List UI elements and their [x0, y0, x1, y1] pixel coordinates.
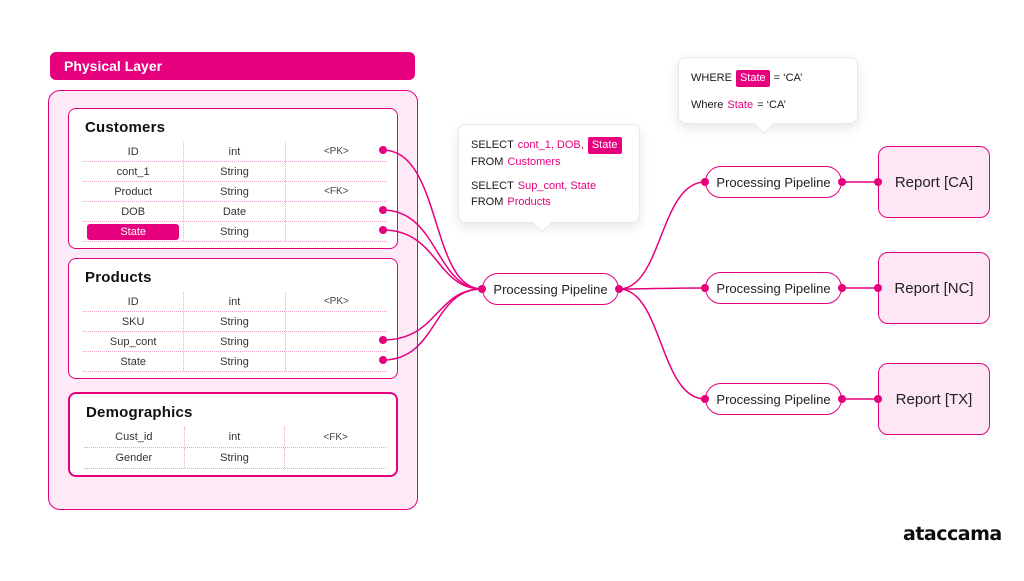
column-key: <PK>	[323, 146, 349, 157]
sql-keyword: SELECT	[471, 139, 514, 151]
column-key	[286, 202, 387, 221]
report-label: Report [CA]	[894, 173, 974, 191]
table-row: SKU String	[83, 312, 387, 332]
column-key	[286, 332, 387, 351]
column-name: State	[83, 352, 185, 371]
connector-main-to-mid	[618, 287, 706, 290]
column-name: DOB	[83, 202, 185, 221]
processing-pipeline-main: Processing Pipeline	[482, 273, 619, 305]
column-key	[286, 312, 387, 331]
where-value: = ‘CA’	[757, 99, 786, 111]
table-row: Gender String	[84, 448, 386, 469]
tooltip-pointer	[532, 213, 552, 233]
column-type: int	[185, 427, 286, 447]
column-type: String	[184, 332, 286, 351]
where-state-highlight-chip: State	[735, 70, 770, 87]
physical-layer-title: Physical Layer	[64, 58, 163, 74]
sql-keyword: FROM	[471, 156, 504, 168]
table-row: State String	[83, 352, 387, 372]
physical-layer-header: Physical Layer	[50, 52, 415, 80]
table-demographics: Demographics Cust_id int <FK> Gender Str…	[68, 392, 398, 477]
column-name: Cust_id	[84, 427, 185, 447]
column-type: String	[185, 448, 286, 468]
where-keyword: WHERE	[691, 72, 732, 84]
processing-pipeline-tx: Processing Pipeline	[705, 383, 842, 415]
sql-fields: cont_1, DOB,	[517, 139, 584, 151]
table-title: Customers	[85, 119, 166, 136]
table-row: Product String <FK>	[83, 182, 387, 202]
column-type: String	[184, 222, 286, 241]
where-clause-highlighted: WHERE State = ‘CA’	[691, 70, 845, 87]
sql-table-name: Customers	[507, 156, 561, 168]
report-label: Report [TX]	[895, 390, 973, 408]
sql-from-products: FROM Products	[471, 195, 627, 210]
sql-tooltip: SELECT cont_1, DOB, State FROM Customers…	[458, 124, 640, 233]
connector-main-to-bot	[618, 288, 706, 400]
column-name-highlighted: State	[83, 222, 185, 241]
sql-table-name: Products	[507, 196, 551, 208]
table-rows: ID int <PK> cont_1 String Product String…	[69, 142, 397, 242]
sql-keyword: SELECT	[471, 180, 514, 192]
report-ca: Report [CA]	[878, 146, 990, 218]
column-name: Gender	[84, 448, 185, 468]
ataccama-logo: ataccama	[903, 523, 1002, 545]
table-row: ID int <PK>	[83, 292, 387, 312]
table-rows: Cust_id int <FK> Gender String	[70, 427, 396, 469]
column-key: <FK>	[324, 186, 349, 197]
where-tooltip: WHERE State = ‘CA’ Where State = ‘CA’	[678, 57, 858, 134]
table-rows: ID int <PK> SKU String Sup_cont String S…	[69, 292, 397, 372]
column-key	[285, 448, 386, 468]
sql-select-customers: SELECT cont_1, DOB, State	[471, 137, 627, 154]
table-title: Demographics	[86, 404, 193, 421]
pipeline-label: Processing Pipeline	[493, 281, 608, 297]
table-row: Sup_cont String	[83, 332, 387, 352]
sql-from-customers: FROM Customers	[471, 155, 627, 170]
processing-pipeline-ca: Processing Pipeline	[705, 166, 842, 198]
pipeline-label: Processing Pipeline	[716, 174, 831, 190]
column-name: ID	[83, 142, 185, 161]
where-clause-plain: Where State = ‘CA’	[691, 98, 845, 113]
table-row: cont_1 String	[83, 162, 387, 182]
sql-select-products: SELECT Sup_cont, State	[471, 179, 627, 194]
table-products: Products ID int <PK> SKU String Sup_cont…	[68, 258, 398, 379]
column-key	[286, 162, 387, 181]
pipeline-label: Processing Pipeline	[716, 280, 831, 296]
table-row: Cust_id int <FK>	[84, 427, 386, 448]
column-type: String	[184, 312, 286, 331]
column-name: Product	[83, 182, 185, 201]
where-value: = ‘CA’	[773, 72, 803, 84]
report-nc: Report [NC]	[878, 252, 990, 324]
column-name: cont_1	[83, 162, 185, 181]
column-name: ID	[83, 292, 185, 311]
table-customers: Customers ID int <PK> cont_1 String Prod…	[68, 108, 398, 249]
where-field: State	[727, 99, 754, 111]
column-type: int	[184, 292, 286, 311]
column-type: String	[184, 182, 286, 201]
column-key: <FK>	[323, 431, 348, 443]
column-name: Sup_cont	[83, 332, 185, 351]
column-type: int	[184, 142, 286, 161]
column-name: SKU	[83, 312, 185, 331]
column-key: <PK>	[323, 296, 349, 307]
column-key	[286, 222, 387, 241]
column-key	[286, 352, 387, 371]
report-label: Report [NC]	[894, 279, 974, 297]
column-type: String	[184, 352, 286, 371]
sql-state-highlight-chip: State	[587, 137, 622, 154]
table-row: State String	[83, 222, 387, 242]
sql-gap	[471, 170, 627, 179]
table-row: DOB Date	[83, 202, 387, 222]
report-tx: Report [TX]	[878, 363, 990, 435]
table-row: ID int <PK>	[83, 142, 387, 162]
table-title: Products	[85, 269, 152, 286]
processing-pipeline-nc: Processing Pipeline	[705, 272, 842, 304]
where-keyword: Where	[691, 99, 724, 111]
column-type: String	[184, 162, 286, 181]
column-type: Date	[184, 202, 286, 221]
state-highlight-chip: State	[87, 223, 180, 240]
pipeline-label: Processing Pipeline	[716, 391, 831, 407]
sql-keyword: FROM	[471, 196, 504, 208]
sql-fields: Sup_cont, State	[517, 180, 597, 192]
tooltip-pointer	[754, 114, 774, 134]
